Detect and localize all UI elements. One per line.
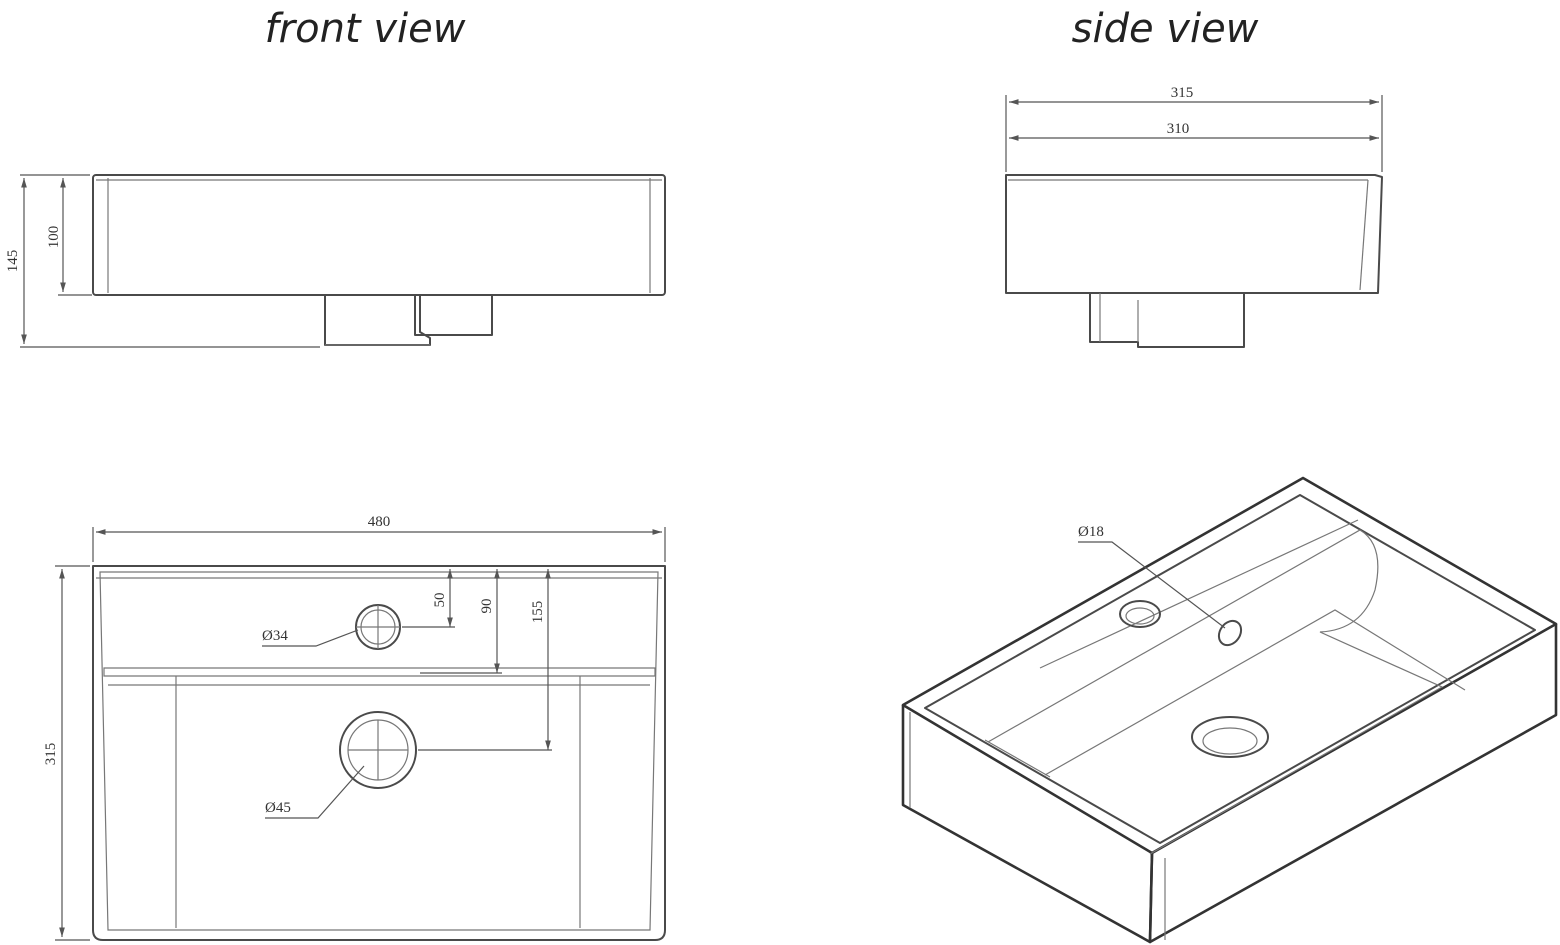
dim-d45: Ø45 xyxy=(265,800,291,816)
isometric-view: Ø18 xyxy=(901,476,1558,944)
side-view-waste-pipe xyxy=(1089,293,1245,348)
leader-d34 xyxy=(262,629,359,647)
drain-hole xyxy=(339,711,417,789)
front-view: 145 100 xyxy=(5,174,666,348)
plan-view-ledge xyxy=(103,667,656,677)
dim-d18: Ø18 xyxy=(1078,524,1104,540)
plan-view-outline xyxy=(92,565,666,941)
dim-145: 145 xyxy=(5,250,21,273)
front-view-waste-pipe xyxy=(324,295,431,346)
front-view-title: front view xyxy=(265,6,466,52)
dim-100: 100 xyxy=(46,226,62,249)
iso-side-right xyxy=(1148,624,1558,944)
iso-side-front xyxy=(901,705,1154,944)
iso-tap-hole xyxy=(1119,600,1161,628)
side-view-title: side view xyxy=(1072,6,1259,52)
dim-315-plan: 315 xyxy=(43,743,59,766)
plan-view: Ø34 Ø45 50 90 155 480 315 xyxy=(43,514,666,941)
dim-315-side: 315 xyxy=(1171,85,1194,101)
dim-155: 155 xyxy=(530,601,546,624)
leader-d18 xyxy=(1078,541,1226,629)
leader-d45 xyxy=(265,765,365,819)
front-view-basin-body xyxy=(92,174,666,296)
iso-basin-interior xyxy=(987,529,1444,855)
iso-drain-hole xyxy=(1191,716,1269,758)
iso-overflow-hole xyxy=(1217,619,1243,647)
dim-50: 50 xyxy=(432,593,448,608)
dim-90: 90 xyxy=(479,599,495,614)
dim-310: 310 xyxy=(1167,121,1190,137)
side-view-basin-body xyxy=(1005,174,1383,294)
side-view: 315 310 xyxy=(1005,85,1383,348)
dim-d34: Ø34 xyxy=(262,628,288,644)
dim-480: 480 xyxy=(368,514,391,530)
